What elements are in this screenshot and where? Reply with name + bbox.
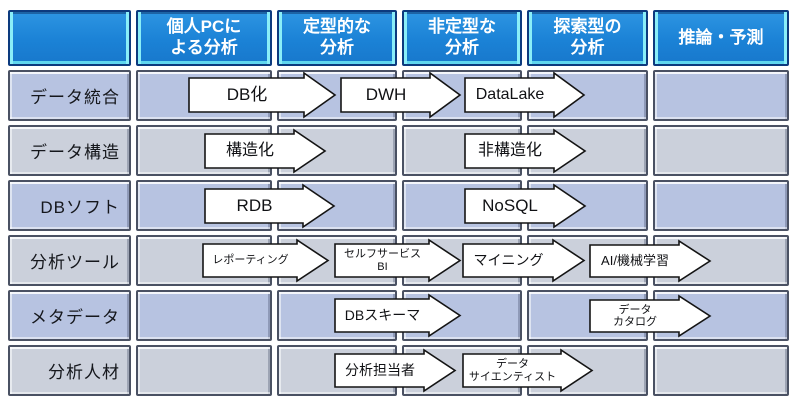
arrow-shape-kouzouka [204, 128, 327, 174]
cell-data-structure-col5 [653, 125, 789, 176]
arrow-label-datalake-line: DataLake [475, 86, 545, 104]
arrow-label-mining: マイニング [466, 244, 551, 277]
row-label-db-software: DBソフト [8, 180, 131, 231]
arrow-label-nosql-line: NoSQL [482, 196, 538, 216]
arrow-label-db-schema-line: DBスキーマ [344, 306, 421, 323]
arrow-ai-ml: AI/機械学習 [589, 239, 712, 283]
header-cell-routine-analysis: 定型的な分析 [277, 10, 397, 66]
arrow-label-data-catalog: データカタログ [593, 300, 677, 332]
row-label-data-integration: データ統合 [8, 70, 131, 121]
arrow-label-kouzouka: 構造化 [208, 134, 292, 168]
arrow-label-hi-kouzouka: 非構造化 [468, 134, 552, 168]
arrow-datalake: DataLake [464, 71, 586, 119]
arrow-label-mining-line: マイニング [473, 251, 544, 268]
cell-db-software-col5 [653, 180, 789, 231]
header-cell-inference-prediction-line: 推論・予測 [678, 27, 764, 47]
arrow-shape-data-catalog [589, 294, 712, 338]
arrow-shape-self-service-bi [334, 238, 462, 283]
arrow-db-schema: DBスキーマ [334, 293, 462, 338]
arrow-label-db-ka-line: DB化 [226, 85, 268, 105]
arrow-label-data-catalog-line: カタログ [613, 316, 657, 328]
arrow-shape-datalake [464, 71, 586, 119]
arrow-label-hi-kouzouka-line: 非構造化 [477, 142, 542, 160]
row-label-metadata: メタデータ [8, 290, 131, 341]
arrow-reporting: レポーティング [202, 238, 330, 283]
arrow-kouzouka: 構造化 [204, 128, 327, 174]
arrow-analyst: 分析担当者 [334, 348, 457, 393]
arrow-label-reporting: レポーティング [206, 244, 295, 277]
arrow-label-ai-ml-line: AI/機械学習 [601, 252, 669, 268]
arrow-label-db-schema: DBスキーマ [338, 299, 427, 332]
header-corner-cell [8, 10, 131, 66]
arrow-label-nosql: NoSQL [468, 189, 552, 223]
header-cell-routine-analysis-line: 定型的な [303, 17, 371, 37]
arrow-label-data-scientist-line: サイエンティスト [468, 370, 557, 383]
arrow-label-data-catalog-line: データ [618, 303, 652, 316]
arrow-hi-kouzouka: 非構造化 [464, 128, 587, 174]
cell-metadata-col1 [136, 290, 272, 341]
arrow-data-catalog: データカタログ [589, 294, 712, 338]
arrow-label-data-scientist-line: データ [496, 358, 529, 371]
arrow-nosql: NoSQL [464, 183, 587, 229]
arrow-label-reporting-line: レポーティング [212, 254, 289, 267]
header-cell-non-routine-analysis-line: 非定型な [428, 17, 496, 37]
arrow-shape-db-schema [334, 293, 462, 338]
cell-data-integration-col5 [653, 70, 789, 121]
matrix-table: 個人PCによる分析定型的な分析非定型な分析探索型の分析推論・予測データ統合データ… [8, 10, 789, 396]
row-label-data-structure: データ構造 [8, 125, 131, 176]
arrow-label-ai-ml: AI/機械学習 [593, 245, 677, 277]
header-cell-inference-prediction: 推論・予測 [653, 10, 789, 66]
arrow-shape-analyst [334, 348, 457, 393]
arrow-label-dwh-line: DWH [365, 85, 407, 105]
arrow-label-db-ka: DB化 [192, 78, 302, 112]
arrow-label-rdb-line: RDB [236, 196, 273, 216]
header-cell-exploratory-analysis: 探索型の分析 [527, 10, 648, 66]
arrow-label-self-service-bi-line: BI [377, 260, 388, 273]
row-label-analysis-talent: 分析人材 [8, 345, 131, 396]
cell-analysis-talent-col1 [136, 345, 272, 396]
header-cell-non-routine-analysis: 非定型な分析 [402, 10, 522, 66]
row-label-analysis-tools: 分析ツール [8, 235, 131, 286]
arrow-shape-data-scientist [462, 348, 594, 393]
header-cell-exploratory-analysis-line: 探索型の [553, 17, 622, 37]
header-cell-personal-pc-analysis-line: 個人PCに [166, 17, 242, 37]
arrow-shape-rdb [204, 183, 336, 229]
arrow-label-data-scientist: データサイエンティスト [466, 354, 559, 387]
arrow-shape-ai-ml [589, 239, 712, 283]
header-cell-non-routine-analysis-line: 分析 [445, 38, 479, 57]
arrow-label-kouzouka-line: 構造化 [225, 142, 274, 160]
arrow-label-rdb: RDB [208, 189, 301, 223]
arrow-rdb: RDB [204, 183, 336, 229]
arrow-label-analyst: 分析担当者 [338, 354, 422, 387]
arrow-shape-db-ka [188, 71, 337, 119]
arrow-shape-nosql [464, 183, 587, 229]
header-cell-personal-pc-analysis-line: よる分析 [170, 38, 238, 57]
arrow-shape-dwh [340, 71, 462, 119]
header-cell-routine-analysis-line: 分析 [320, 38, 354, 57]
arrow-label-self-service-bi-line: セルフサービス [344, 248, 421, 261]
arrow-db-ka: DB化 [188, 71, 337, 119]
arrow-shape-reporting [202, 238, 330, 283]
arrow-mining: マイニング [462, 238, 586, 283]
header-cell-exploratory-analysis-line: 分析 [570, 38, 605, 57]
cell-analysis-talent-col5 [653, 345, 789, 396]
arrow-shape-mining [462, 238, 586, 283]
arrow-data-scientist: データサイエンティスト [462, 348, 594, 393]
arrow-dwh: DWH [340, 71, 462, 119]
arrow-label-analyst-line: 分析担当者 [345, 361, 415, 378]
header-cell-personal-pc-analysis: 個人PCによる分析 [136, 10, 272, 66]
arrow-label-dwh: DWH [344, 78, 428, 112]
arrow-shape-hi-kouzouka [464, 128, 587, 174]
arrow-label-datalake: DataLake [468, 78, 552, 112]
